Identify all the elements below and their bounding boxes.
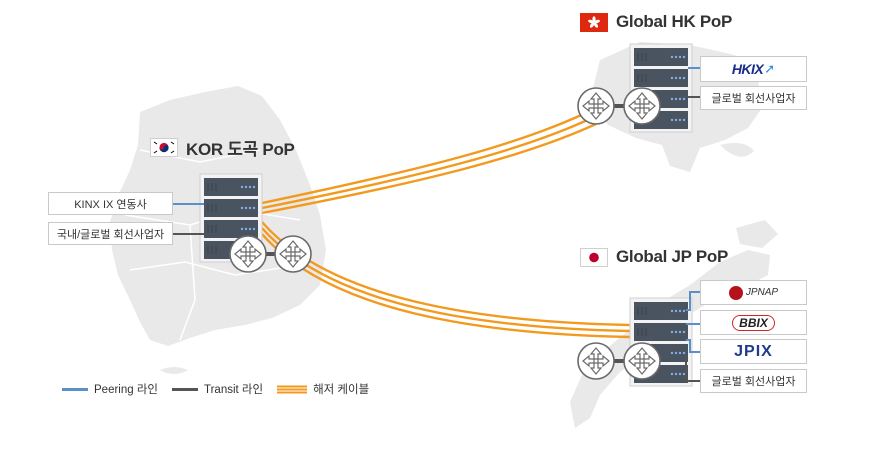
hong-kong-flag-icon [580, 12, 608, 32]
jpnap-logo: JPNAP [700, 280, 807, 305]
kor-tag-carriers: 국내/글로벌 회선사업자 [48, 222, 173, 245]
jp-pop-label: Global JP PoP [616, 247, 728, 266]
jp-tag-carriers: 글로벌 회선사업자 [700, 369, 807, 393]
hong-kong-island [720, 143, 754, 157]
hk-pop-label: Global HK PoP [616, 12, 733, 31]
jp-transit-line [685, 356, 700, 382]
korea-flag-icon [150, 138, 178, 157]
legend-peering: Peering 라인 [62, 381, 158, 397]
hk-router-icon [577, 87, 615, 125]
kor-pop-title: KOR 도곡 PoP [150, 135, 295, 160]
legend-cable: 해저 케이블 [277, 381, 369, 397]
bbix-logo: BBIX [700, 310, 807, 335]
hkix-logo: HKIX ➚ [700, 56, 807, 82]
jpnap-mark-icon [728, 285, 743, 300]
peering-line-swatch [62, 387, 88, 391]
kor-router-icon [274, 235, 312, 273]
japan-flag-icon [580, 247, 608, 267]
transit-line-swatch [172, 387, 198, 391]
hk-pop-title: Global HK PoP [580, 12, 732, 32]
hk-router-icon [623, 87, 661, 125]
japan-hokkaido [736, 220, 778, 248]
cable-swatch [277, 385, 308, 393]
hkix-arrow-icon: ➚ [764, 61, 776, 76]
kor-pop-label: KOR 도곡 PoP [186, 140, 295, 159]
jp-pop-title: Global JP PoP [580, 247, 728, 267]
kor-router-icon [229, 235, 267, 273]
hk-tag-carriers: 글로벌 회선사업자 [700, 86, 807, 110]
jp-router-icon [623, 342, 661, 380]
korea-island [160, 367, 188, 374]
jp-router-icon [577, 342, 615, 380]
jpix-logo: JPIX [700, 339, 807, 364]
kor-tag-kinx-ix: KINX IX 연동사 [48, 192, 173, 215]
undersea-cable-kr-hk [261, 108, 597, 215]
legend-transit: Transit 라인 [172, 381, 263, 397]
jp-peering-line [686, 291, 700, 311]
legend: Peering 라인 Transit 라인 해저 케이블 [62, 381, 369, 397]
